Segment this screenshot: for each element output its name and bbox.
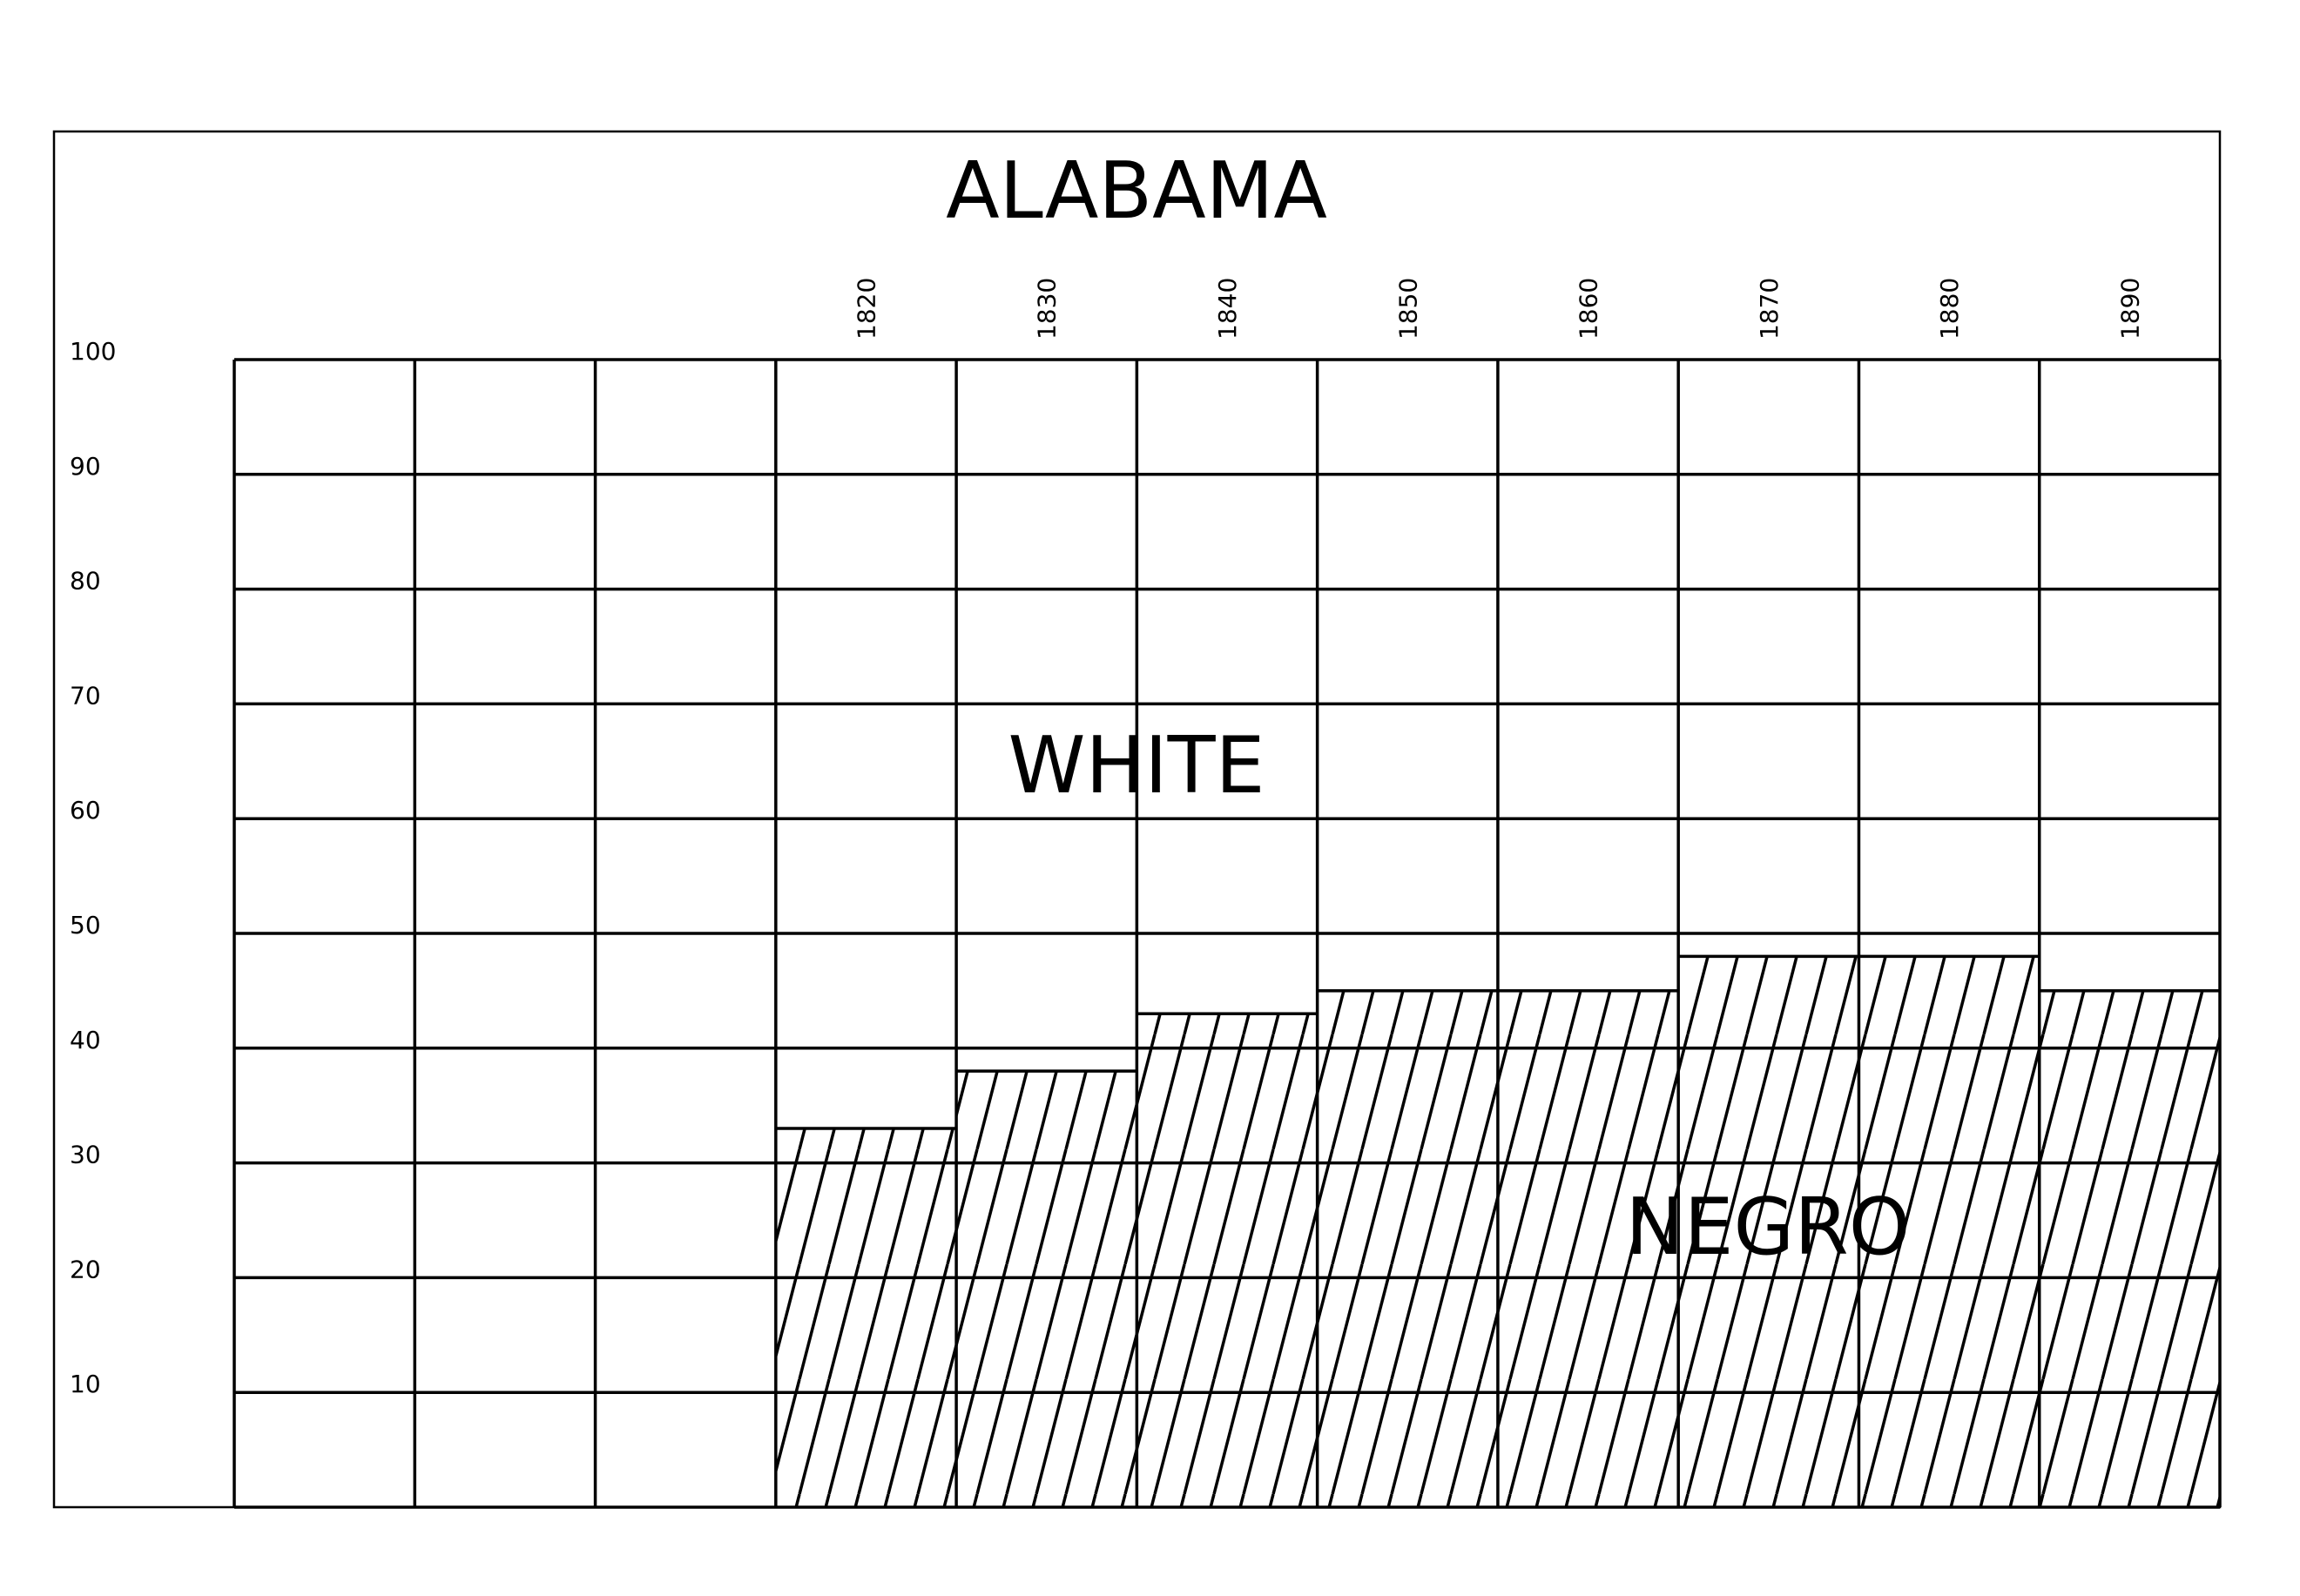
x-axis-ticks: 1820 1830 1840 1850 1860 1870 1880 1890	[852, 278, 2144, 340]
y-tick-label: 60	[70, 796, 101, 825]
y-tick-label: 30	[70, 1141, 101, 1169]
y-tick-label: 100	[70, 337, 116, 366]
y-tick-label: 50	[70, 911, 101, 939]
x-tick-label: 1820	[852, 278, 880, 340]
negro-bar-1820	[775, 1128, 957, 1507]
x-tick-label: 1870	[1755, 278, 1784, 340]
x-tick-label: 1880	[1935, 278, 1964, 340]
x-tick-label: 1890	[2115, 278, 2144, 340]
negro-bar-1860	[1497, 990, 1679, 1507]
x-tick-label: 1830	[1033, 278, 1062, 340]
grid	[233, 358, 2222, 1509]
y-tick-label: 20	[70, 1255, 101, 1283]
y-tick-label: 70	[70, 681, 101, 710]
negro-area	[775, 954, 2220, 1507]
y-tick-label: 40	[70, 1026, 101, 1054]
chart-title: ALABAMA	[946, 145, 1327, 237]
white-area-label: WHITE	[1008, 720, 1265, 811]
x-tick-label: 1860	[1575, 278, 1603, 340]
y-tick-label: 90	[70, 452, 101, 481]
y-axis-ticks: 100 90 80 70 60 50 40 30 20 10	[70, 337, 116, 1398]
x-tick-label: 1850	[1393, 278, 1422, 340]
negro-area-label: NEGRO	[1625, 1182, 1910, 1273]
y-tick-label: 10	[70, 1370, 101, 1398]
y-tick-label: 80	[70, 567, 101, 596]
negro-bar-1890	[2039, 990, 2220, 1507]
negro-bar-1840	[1137, 1013, 1318, 1507]
x-tick-label: 1840	[1213, 278, 1242, 340]
negro-bar-1830	[956, 1071, 1137, 1507]
negro-bar-1850	[1317, 990, 1498, 1507]
